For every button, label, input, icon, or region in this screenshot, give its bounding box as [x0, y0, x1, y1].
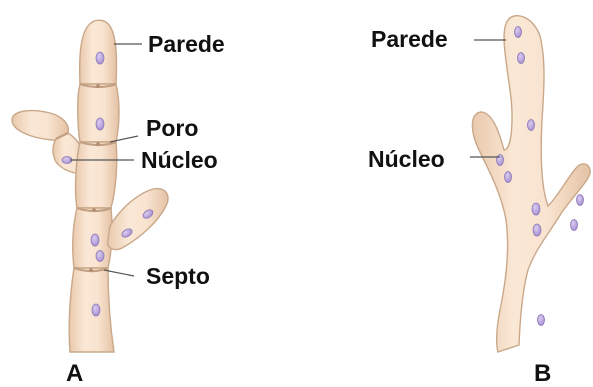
- cell-3: [76, 142, 117, 208]
- nucleus-label-b: Núcleo: [368, 146, 445, 172]
- pore-3: [92, 208, 96, 212]
- nucleus: [577, 195, 584, 206]
- left-branch: [12, 111, 86, 174]
- septate-hypha: [12, 20, 168, 352]
- panel-b-letter: B: [534, 360, 551, 387]
- septum-label: Septo: [146, 263, 210, 289]
- nucleus: [92, 304, 100, 316]
- nucleus: [96, 251, 104, 262]
- wall-label-a: Parede: [148, 31, 225, 57]
- pore-2: [96, 142, 100, 146]
- nucleus: [533, 224, 541, 236]
- pore-1: [96, 84, 100, 88]
- nucleus: [505, 172, 512, 183]
- nucleus: [538, 315, 545, 326]
- nucleus: [96, 52, 104, 64]
- pore-label: Poro: [146, 115, 198, 141]
- tip-cell: [80, 20, 117, 84]
- nucleus: [96, 118, 104, 130]
- cell-2: [78, 84, 119, 142]
- nucleus: [515, 27, 522, 38]
- panel-a-letter: A: [66, 360, 83, 387]
- nucleus: [528, 120, 535, 131]
- right-branch: [108, 189, 168, 250]
- wall-label-b: Parede: [371, 26, 448, 52]
- coenocytic-hypha: [472, 16, 590, 352]
- nucleus-label-a: Núcleo: [141, 147, 218, 173]
- pore-4: [89, 268, 93, 272]
- nucleus: [497, 155, 504, 166]
- nucleus: [518, 53, 525, 64]
- nucleus: [571, 220, 578, 231]
- coenocytic-hypha-body: [472, 16, 590, 352]
- nucleus: [91, 234, 99, 246]
- nucleus: [532, 203, 540, 215]
